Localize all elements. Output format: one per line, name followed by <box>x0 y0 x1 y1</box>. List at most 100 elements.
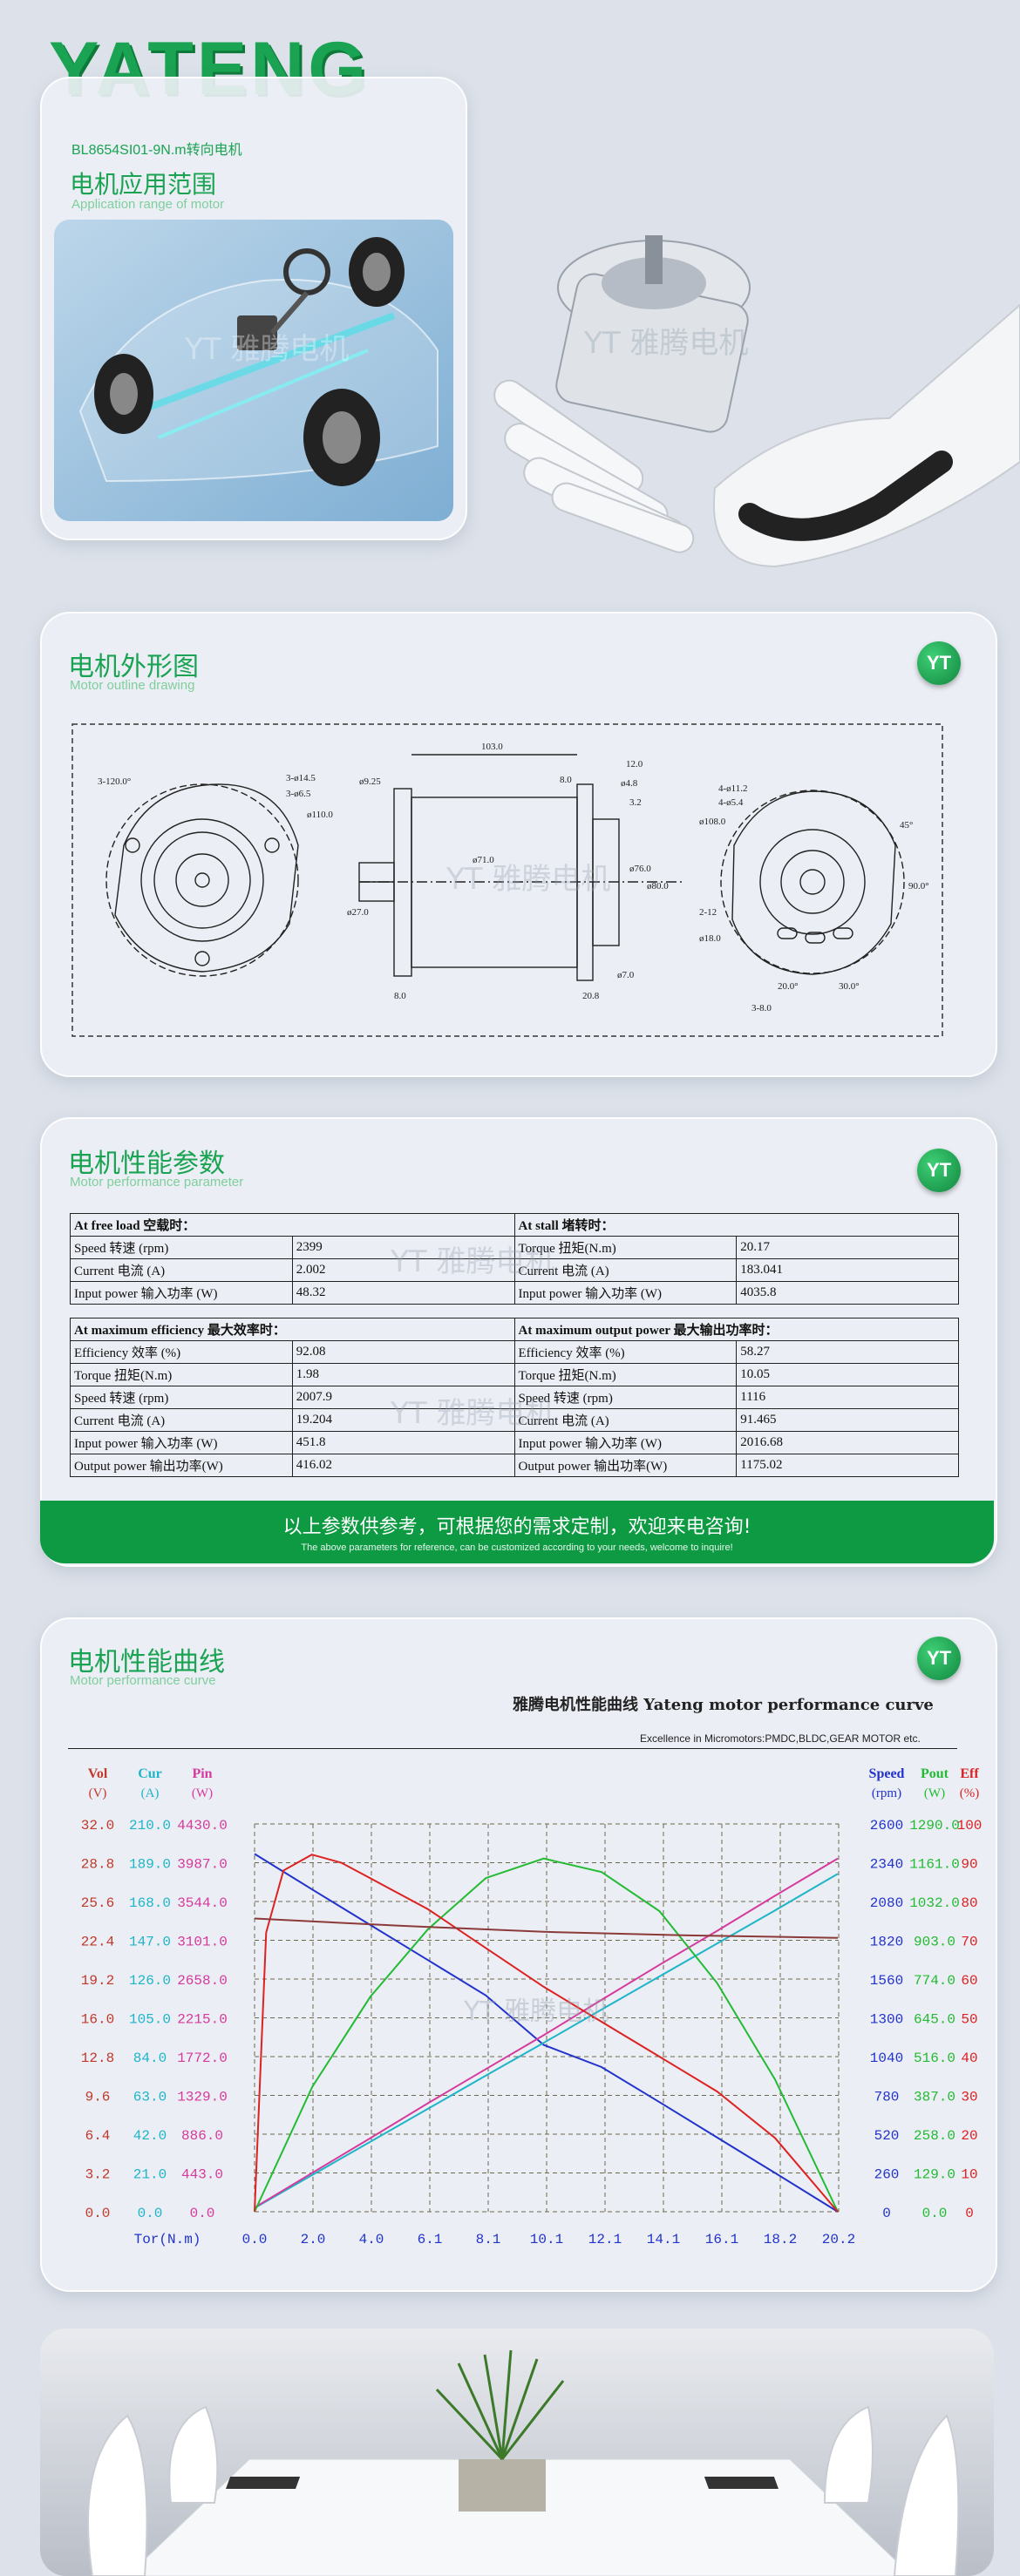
performance-chart: Vol(V)32.028.825.622.419.216.012.89.66.4… <box>81 1766 983 2247</box>
axis-unit: (V) <box>89 1786 107 1800</box>
curve-card: 电机性能曲线 Motor performance curve YT 雅腾电机性能… <box>40 1617 997 2292</box>
param-label: Efficiency 效率 (%) <box>513 1340 738 1364</box>
axis-unit: (W) <box>924 1786 945 1800</box>
tick-label: 32.0 <box>81 1818 114 1834</box>
tick-label: 1820 <box>870 1935 903 1950</box>
tick-label: 774.0 <box>914 1973 955 1989</box>
dim-label: 20.0° <box>778 981 799 992</box>
param-value: 1.98 <box>291 1363 515 1386</box>
curve-subtitle: Motor performance curve <box>70 1673 216 1688</box>
tick-label: 2600 <box>870 1818 903 1834</box>
dim-label: 12.0 <box>626 759 643 769</box>
table-row: Speed 转速 (rpm)2399 Torque 扭矩(N.m)20.17 <box>70 1236 959 1259</box>
free-load-header: At free load 空载时： <box>70 1213 515 1237</box>
param-label: Torque 扭矩(N.m) <box>70 1363 293 1386</box>
param-value: 48.32 <box>291 1281 515 1305</box>
dim-label: 2-12 <box>699 907 717 918</box>
tick-label: 2340 <box>870 1857 903 1873</box>
tick-label: 1040 <box>870 2051 903 2066</box>
tick-label: 520 <box>874 2128 900 2144</box>
tick-label: 20 <box>961 2128 977 2144</box>
chart-title: 雅腾电机性能曲线 Yateng motor performance curve <box>513 1696 934 1714</box>
dim-label: ø27.0 <box>347 907 369 918</box>
x-tick-label: 10.1 <box>530 2232 563 2247</box>
params-table-bottom: At maximum efficiency 最大效率时： At maximum … <box>70 1318 959 1477</box>
axis-unit: (%) <box>960 1786 980 1800</box>
param-label: Efficiency 效率 (%) <box>70 1340 293 1364</box>
tick-label: 2658.0 <box>177 1973 228 1989</box>
tick-label: 0.0 <box>190 2206 215 2221</box>
x-tick-label: 2.0 <box>301 2232 326 2247</box>
tick-label: 70 <box>961 1935 977 1950</box>
max-out-header: At maximum output power 最大输出功率时： <box>513 1318 959 1341</box>
tick-label: 387.0 <box>914 2090 955 2105</box>
series-line-vol <box>254 1917 839 1939</box>
dim-label: ø18.0 <box>699 933 721 944</box>
tick-label: 903.0 <box>914 1935 955 1950</box>
x-tick-label: 6.1 <box>418 2232 443 2247</box>
param-label: Input power 输入功率 (W) <box>513 1281 738 1305</box>
tick-label: 90 <box>961 1857 977 1873</box>
tick-label: 189.0 <box>129 1857 171 1873</box>
params-card: 电机性能参数 Motor performance parameter YT At… <box>40 1117 997 1567</box>
dim-label: 20.8 <box>582 991 600 1001</box>
chassis-illustration: YT 雅腾电机 <box>54 220 453 521</box>
watermark: YT 雅腾电机 <box>583 326 748 361</box>
table-row: Speed 转速 (rpm)2007.9 Speed 转速 (rpm)1116 <box>70 1386 959 1409</box>
tick-label: 1290.0 <box>909 1818 960 1834</box>
tick-label: 50 <box>961 2012 977 2028</box>
axis-unit: (rpm) <box>872 1786 901 1800</box>
application-title: 电机应用范围 <box>70 170 217 199</box>
param-value: 1175.02 <box>736 1454 959 1477</box>
param-label: Speed 转速 (rpm) <box>70 1386 293 1409</box>
tick-label: 25.6 <box>81 1895 114 1911</box>
param-value: 416.02 <box>291 1454 515 1477</box>
series-line-pout <box>254 1857 839 2213</box>
application-card: BL8654SI01-9N.m转向电机 电机应用范围 Application r… <box>40 77 467 540</box>
watermark: YT 雅腾电机 <box>391 1244 555 1279</box>
param-value: 2007.9 <box>291 1386 515 1409</box>
tick-label: 16.0 <box>81 2012 114 2028</box>
param-label: Current 电流 (A) <box>70 1408 293 1432</box>
table-row: At free load 空载时： At stall 堵转时： <box>70 1213 959 1237</box>
tick-label: 3.2 <box>85 2167 111 2183</box>
param-label: Torque 扭矩(N.m) <box>513 1236 738 1259</box>
table-row: Current 电流 (A)2.002 Current 电流 (A)183.04… <box>70 1258 959 1282</box>
param-value: 2.002 <box>291 1258 515 1282</box>
tick-label: 168.0 <box>129 1895 171 1911</box>
inquiry-note-en: The above parameters for reference, can … <box>301 1542 733 1553</box>
param-value: 2399 <box>291 1236 515 1259</box>
tick-label: 1560 <box>870 1973 903 1989</box>
stall-header: At stall 堵转时： <box>513 1213 959 1237</box>
param-label: Current 电流 (A) <box>513 1408 738 1432</box>
tick-label: 1161.0 <box>909 1857 960 1873</box>
tick-label: 0.0 <box>138 2206 163 2221</box>
axis-unit: (A) <box>141 1786 160 1800</box>
x-tick-label: 14.1 <box>647 2232 680 2247</box>
dim-label: ø4.8 <box>621 778 638 789</box>
dim-label: ø80.0 <box>647 881 669 891</box>
table-row: Input power 输入功率 (W)451.8 Input power 输入… <box>70 1431 959 1454</box>
param-label: Output power 输出功率(W) <box>513 1454 738 1477</box>
x-tick-label: 20.2 <box>822 2232 855 2247</box>
tick-label: 0.0 <box>85 2206 111 2221</box>
dim-label: 3-ø14.5 <box>286 773 316 783</box>
dim-label: 3-120.0° <box>98 776 131 787</box>
axis-name: Speed <box>869 1766 905 1781</box>
tick-label: 19.2 <box>81 1973 114 1989</box>
series-line-cur <box>254 1873 839 2209</box>
series-line-speed <box>254 1853 839 2213</box>
tick-label: 4430.0 <box>177 1818 228 1834</box>
param-label: Input power 输入功率 (W) <box>513 1431 738 1454</box>
yt-logo-icon: YT <box>917 641 961 685</box>
watermark: YT 雅腾电机 <box>184 332 349 367</box>
tick-label: 80 <box>961 1895 977 1911</box>
dim-label: 90.0° <box>908 881 929 891</box>
tick-label: 10 <box>961 2167 977 2183</box>
param-value: 91.465 <box>736 1408 959 1432</box>
param-value: 451.8 <box>291 1431 515 1454</box>
dim-label: 4-ø11.2 <box>718 783 748 794</box>
param-value: 4035.8 <box>736 1281 959 1305</box>
model-name: BL8654SI01-9N.m转向电机 <box>71 143 242 158</box>
tick-label: 0 <box>965 2206 974 2221</box>
